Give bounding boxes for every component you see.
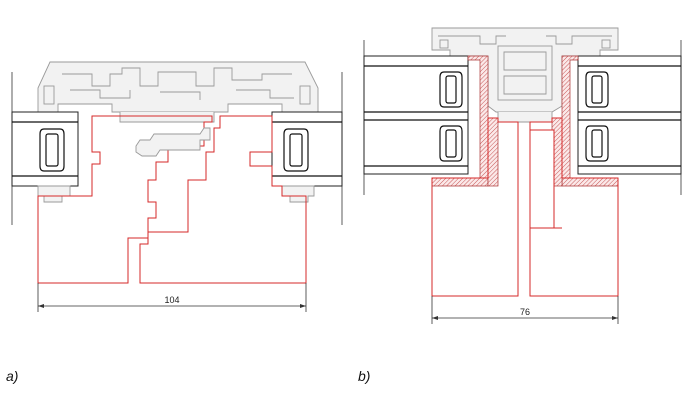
panel-b-aluminium-mullion <box>431 27 619 123</box>
panel-b-timber-insert <box>529 129 555 229</box>
panel-a-left-glazing <box>11 111 79 187</box>
panel-b-left-glazing <box>363 55 469 175</box>
panel-a-right-glazing <box>271 111 343 187</box>
panel-b-caption: b) <box>358 368 370 384</box>
panel-b-right-glazing <box>577 55 682 175</box>
panel-b-dimension-label: 76 <box>520 307 530 317</box>
panel-b-section: 76 b) <box>358 27 682 384</box>
panel-b-left-timber-frame <box>431 117 519 297</box>
panel-a-center-gasket <box>135 127 211 157</box>
panel-a-dimension: 104 <box>37 283 307 312</box>
panel-a-section: 104 a) <box>6 61 343 384</box>
panel-b-dimension: 76 <box>431 296 619 324</box>
panel-a-aluminium-cap <box>37 61 319 123</box>
panel-a-right-bead <box>281 185 315 203</box>
panel-b-center-gasket-left <box>487 117 499 187</box>
panel-a-caption: a) <box>6 368 18 384</box>
panel-a-dimension-label: 104 <box>164 295 179 305</box>
panel-b-right-timber-frame <box>529 117 619 297</box>
panel-a-right-timber-sash <box>139 115 307 284</box>
panel-a-left-bead <box>37 185 71 203</box>
